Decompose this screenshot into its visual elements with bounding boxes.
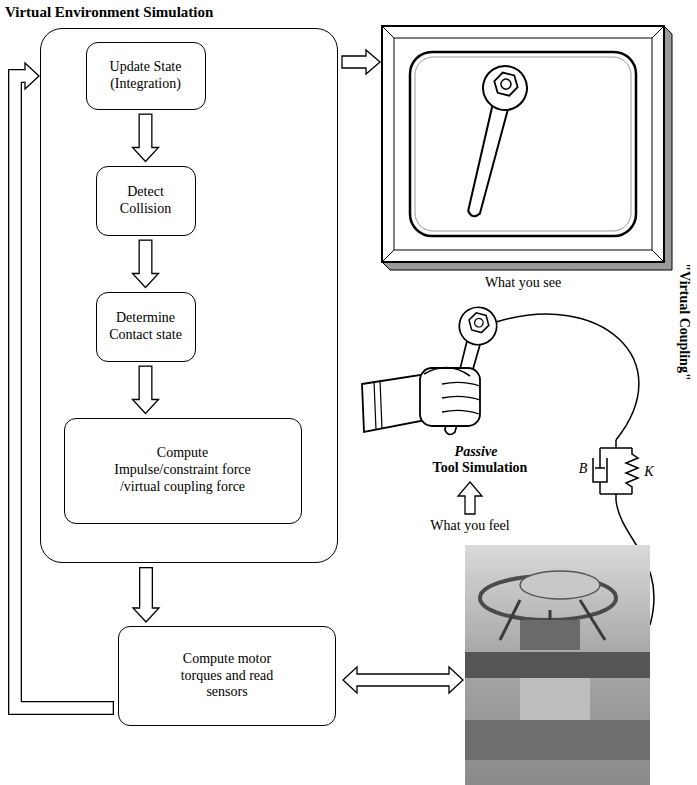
box-label: Determine Contact state (104, 310, 188, 344)
display-arrow (342, 50, 380, 74)
flow-arrow (133, 114, 159, 162)
haptic-device-photo (465, 545, 650, 785)
arrow-head (133, 400, 159, 414)
process-box: Detect Collision (96, 166, 196, 236)
flow-arrow (133, 240, 159, 288)
figure-label: What you see (485, 275, 561, 291)
flow-arrow (15, 63, 114, 708)
box-label: Compute motor torques and read sensors (165, 651, 290, 701)
simulation-group: Virtual Environment SimulationUpdate Sta… (40, 28, 338, 563)
flow-arrow (133, 366, 159, 414)
feel-arrow (458, 482, 482, 514)
box-label: Detect Collision (110, 184, 182, 218)
process-box: Compute motor torques and read sensors (118, 626, 336, 726)
arrow-fill (140, 115, 151, 150)
process-box: Update State (Integration) (86, 42, 206, 110)
box-label: Compute Impulse/constraint force /virtua… (107, 445, 259, 495)
arrow-head (133, 608, 159, 622)
arrow-fill (140, 568, 151, 610)
arrow-head (133, 274, 159, 288)
process-box: Determine Contact state (96, 292, 196, 362)
figure-label: B (579, 461, 588, 477)
flow-arrow (133, 567, 159, 622)
arrow-fill (140, 241, 151, 276)
figure-label: What you feel (430, 518, 509, 534)
hand-with-wrench (362, 303, 501, 439)
io-arrow (343, 667, 463, 693)
process-box: Compute Impulse/constraint force /virtua… (64, 418, 302, 524)
figure-label: K (644, 464, 653, 480)
figure-label: Passive (455, 444, 498, 460)
group-heading: Virtual Environment Simulation (5, 3, 213, 21)
monitor (382, 26, 672, 270)
arrow-fill (140, 367, 151, 402)
figure-label: Tool Simulation (433, 460, 528, 476)
arrow-head (25, 63, 39, 89)
arrow-head (133, 148, 159, 162)
coupling-title: "Virtual Coupling" (676, 263, 692, 380)
box-label: Update State (Integration) (98, 59, 193, 93)
